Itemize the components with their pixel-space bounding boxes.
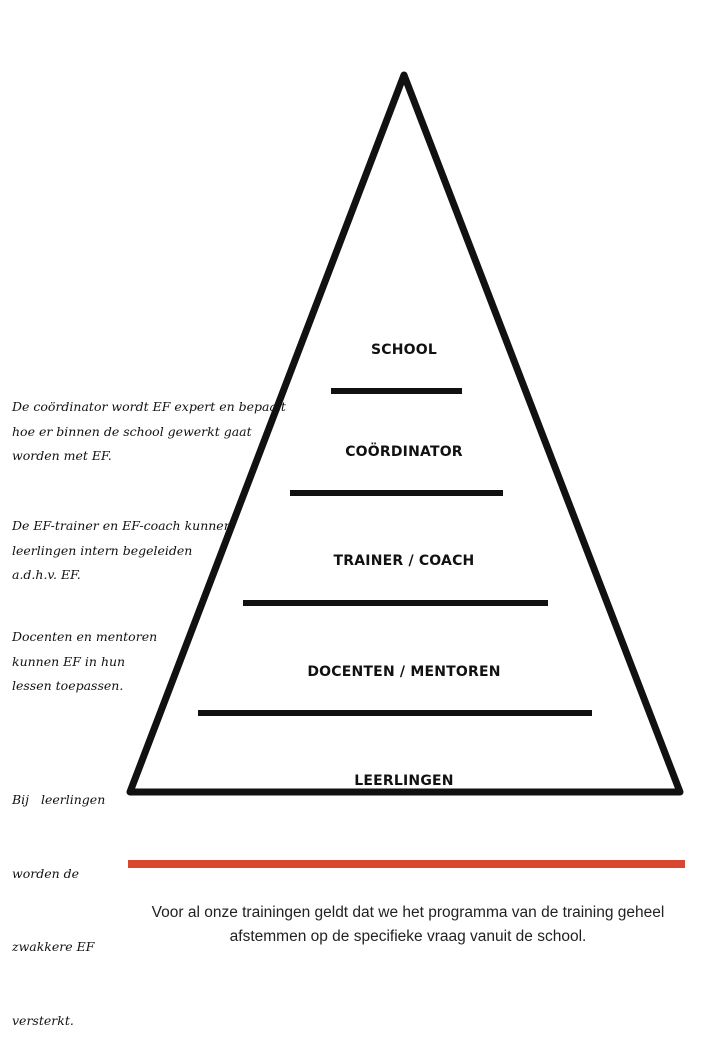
note-line: worden met EF. xyxy=(12,448,112,463)
level-label-docenten-mentoren: DOCENTEN / MENTOREN xyxy=(307,664,501,680)
footer-text: Voor al onze trainingen geldt dat we het… xyxy=(128,901,688,949)
note-coordinator: De coördinator wordt EF expert en bepaal… xyxy=(12,395,286,469)
note-line: Docenten en mentoren xyxy=(12,629,158,644)
note-line: a.d.h.v. EF. xyxy=(12,567,81,582)
level-label-leerlingen: LEERLINGEN xyxy=(354,773,454,789)
note-line: Bij leerlingen xyxy=(12,792,106,807)
footer-line: afstemmen op de specifieke vraag vanuit … xyxy=(229,928,587,945)
note-line: lessen toepassen. xyxy=(12,678,124,693)
note-docenten-mentoren: Docenten en mentoren kunnen EF in hun le… xyxy=(12,625,157,699)
note-line: worden de xyxy=(12,865,80,881)
note-line: kunnen EF in hun xyxy=(12,653,126,669)
level-label-coordinator: COÖRDINATOR xyxy=(345,444,463,460)
level-label-trainer-coach: TRAINER / COACH xyxy=(333,553,475,569)
note-line: versterkt. xyxy=(12,1012,74,1028)
footer-line: Voor al onze trainingen geldt dat we het… xyxy=(151,904,665,921)
note-trainer-coach: De EF-trainer en EF-coach kunnen leerlin… xyxy=(12,514,232,588)
note-line: leerlingen intern begeleiden xyxy=(12,542,193,558)
note-line: zwakkere EF xyxy=(12,939,95,954)
note-line: De EF-trainer en EF-coach kunnen xyxy=(12,518,232,533)
pyramid-outline xyxy=(126,71,684,796)
level-label-school: SCHOOL xyxy=(371,342,437,358)
note-line: hoe er binnen de school gewerkt gaat xyxy=(12,423,252,439)
note-line: De coördinator wordt EF expert en bepaal… xyxy=(12,399,286,414)
note-leerlingen: Bij leerlingen worden de zwakkere EF ver… xyxy=(12,739,105,1058)
pyramid-diagram xyxy=(126,71,685,868)
